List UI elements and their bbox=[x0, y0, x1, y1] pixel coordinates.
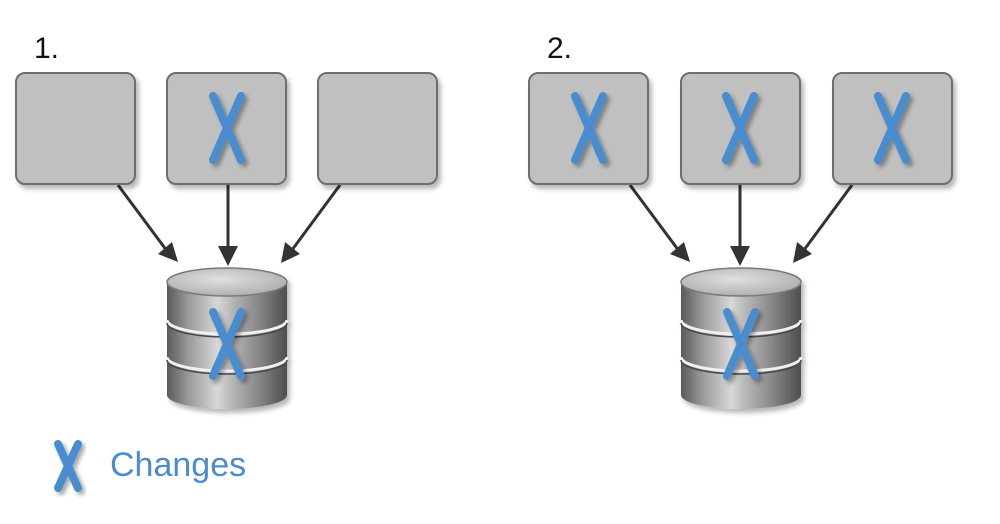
panel-2 bbox=[528, 72, 953, 409]
panel-1-arrow-left bbox=[116, 184, 172, 256]
panel-1-node-1 bbox=[15, 72, 136, 185]
panel-1-arrows bbox=[116, 184, 342, 266]
legend-x-mark-icon bbox=[54, 440, 82, 492]
panel-2-arrowhead-left bbox=[670, 242, 690, 262]
panel-1-label: 1. bbox=[34, 32, 60, 65]
x-mark-icon bbox=[209, 308, 245, 380]
x-mark-icon bbox=[874, 92, 910, 164]
panel-2-arrowhead-mid bbox=[730, 246, 750, 266]
panel-1-arrowhead-right bbox=[281, 242, 300, 263]
panel-2-arrow-left bbox=[628, 184, 684, 256]
x-mark-icon bbox=[723, 308, 759, 380]
panel-2-arrowhead-right bbox=[793, 242, 812, 263]
x-mark-icon bbox=[722, 92, 758, 164]
panel-1-arrow-right bbox=[290, 184, 342, 251]
panel-1-node-3 bbox=[317, 72, 438, 185]
panel-2-label: 2. bbox=[547, 32, 573, 65]
panel-2-arrows bbox=[628, 184, 854, 266]
x-mark-icon bbox=[209, 92, 245, 164]
panel-2-arrow-right bbox=[802, 184, 854, 251]
x-mark-icon bbox=[571, 92, 607, 164]
legend-label: Changes bbox=[110, 446, 247, 484]
panel-1-arrowhead-left bbox=[158, 242, 178, 262]
panel-1-arrowhead-mid bbox=[218, 246, 238, 266]
panel-1 bbox=[15, 72, 438, 409]
